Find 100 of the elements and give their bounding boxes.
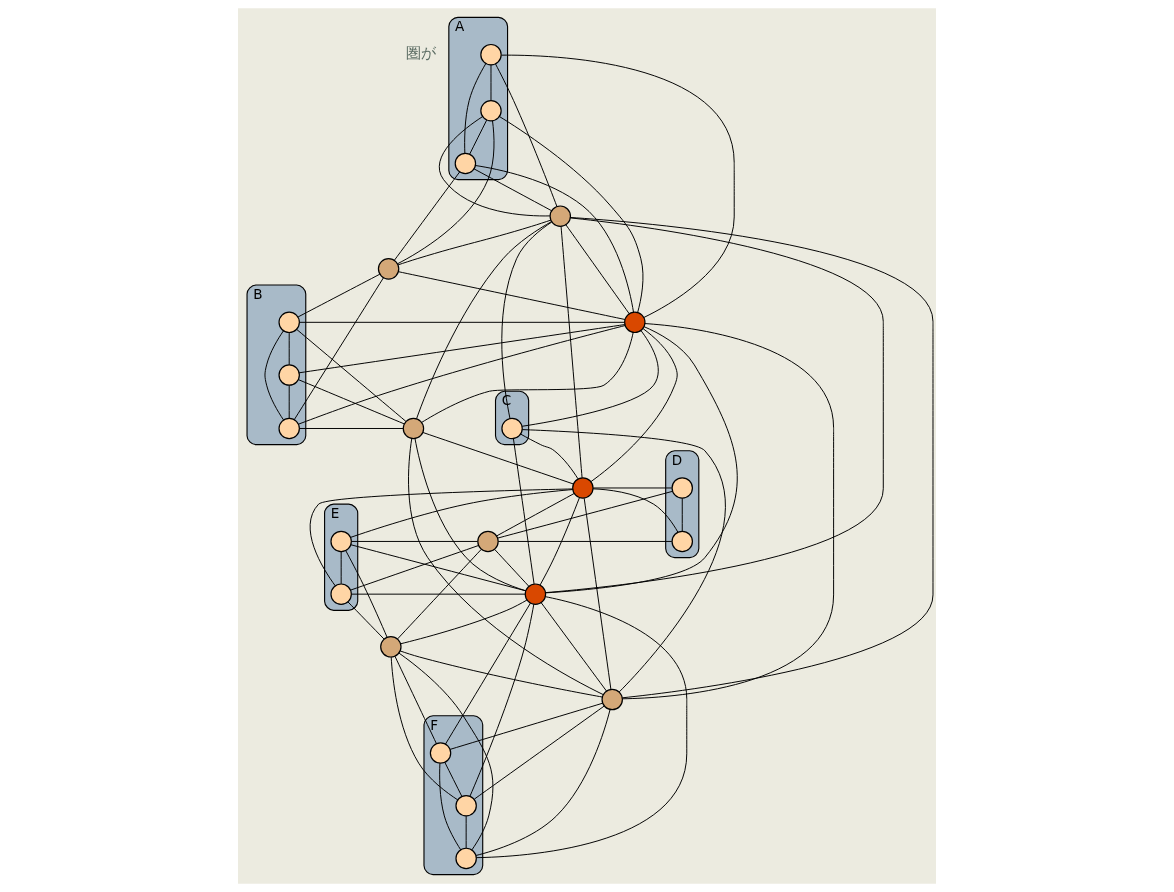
connector: [350, 545, 480, 591]
connector: [464, 63, 487, 154]
connector: [400, 599, 528, 645]
connector: [398, 652, 494, 851]
connector: [521, 429, 726, 693]
connector: [496, 493, 575, 537]
cluster: C: [494, 390, 530, 446]
connector: [394, 655, 437, 745]
connector: [681, 497, 683, 532]
connector: [444, 761, 463, 797]
connector: [398, 271, 626, 320]
connector: [444, 602, 531, 745]
connector: [297, 325, 626, 425]
connector: [539, 497, 580, 586]
connector: [475, 709, 611, 856]
connector: [512, 438, 535, 585]
connector: [340, 551, 342, 585]
connector: [590, 328, 678, 482]
connector: [473, 168, 553, 212]
connector: [475, 165, 634, 313]
connector: [592, 488, 679, 533]
connector: [490, 64, 492, 101]
connector: [421, 331, 634, 423]
connector: [347, 601, 385, 640]
connector: [497, 490, 674, 539]
connector: [393, 171, 461, 261]
connector: [288, 384, 290, 419]
cluster: A: [448, 16, 509, 181]
connector: [298, 428, 404, 429]
connector: [473, 705, 605, 800]
connector: [501, 221, 553, 419]
connector: [264, 330, 284, 421]
connector: [439, 762, 462, 851]
connector: [521, 330, 659, 427]
node-circle: [549, 205, 572, 227]
cluster: F: [423, 715, 484, 876]
node-circle: [429, 742, 452, 764]
node-circle: [572, 477, 594, 499]
connector: [469, 603, 535, 797]
connector: [309, 488, 574, 587]
connector: [476, 596, 688, 859]
node-circle: [454, 152, 477, 175]
connector: [495, 63, 558, 207]
connector: [500, 54, 735, 318]
connector: [498, 116, 644, 313]
connector: [520, 433, 579, 480]
connector: [298, 324, 626, 374]
connector: [397, 548, 482, 640]
node-circle: [455, 794, 477, 817]
connector: [449, 702, 603, 750]
label: 圏が: [405, 44, 436, 63]
node-circle: [601, 688, 623, 711]
connector: [350, 593, 526, 595]
connector: [345, 550, 388, 638]
connector: [414, 438, 527, 592]
node-circle: [480, 100, 502, 122]
node-circle: [377, 258, 400, 280]
connector: [545, 326, 738, 594]
connector: [297, 273, 381, 318]
connector: [397, 219, 552, 266]
connector: [390, 656, 459, 801]
connector: [296, 328, 407, 422]
connector: [560, 226, 583, 479]
connector: [494, 548, 530, 587]
node-circle: [477, 530, 499, 553]
connector: [583, 497, 612, 690]
cluster: E: [324, 503, 359, 611]
connector: [569, 217, 934, 699]
connector: [297, 379, 405, 425]
cluster: B: [246, 284, 307, 446]
node-circle: [330, 530, 352, 553]
connector: [350, 489, 574, 538]
connector: [299, 321, 625, 323]
cluster: D: [665, 450, 700, 559]
node-circle: [501, 417, 523, 440]
node-circle: [671, 530, 693, 553]
node-circle: [402, 417, 425, 440]
connector: [422, 432, 574, 485]
connector: [497, 540, 673, 542]
connector: [545, 217, 884, 594]
connector: [399, 650, 603, 698]
node-circle: [455, 847, 477, 870]
node-circle: [524, 583, 547, 605]
node-circle: [278, 311, 300, 334]
connector: [351, 540, 479, 542]
connector: [288, 332, 290, 366]
node-circle: [671, 477, 693, 499]
connector: [397, 120, 495, 265]
connector: [592, 487, 673, 489]
connector: [469, 119, 488, 155]
node-circle: [624, 311, 646, 334]
connector: [416, 221, 553, 420]
connector: [438, 116, 551, 217]
connector: [408, 438, 604, 696]
connector: [465, 815, 467, 849]
node-circle: [480, 43, 502, 66]
connector: [565, 224, 630, 315]
connector: [540, 602, 607, 692]
node-circle: [330, 583, 352, 605]
connector: [622, 323, 835, 700]
